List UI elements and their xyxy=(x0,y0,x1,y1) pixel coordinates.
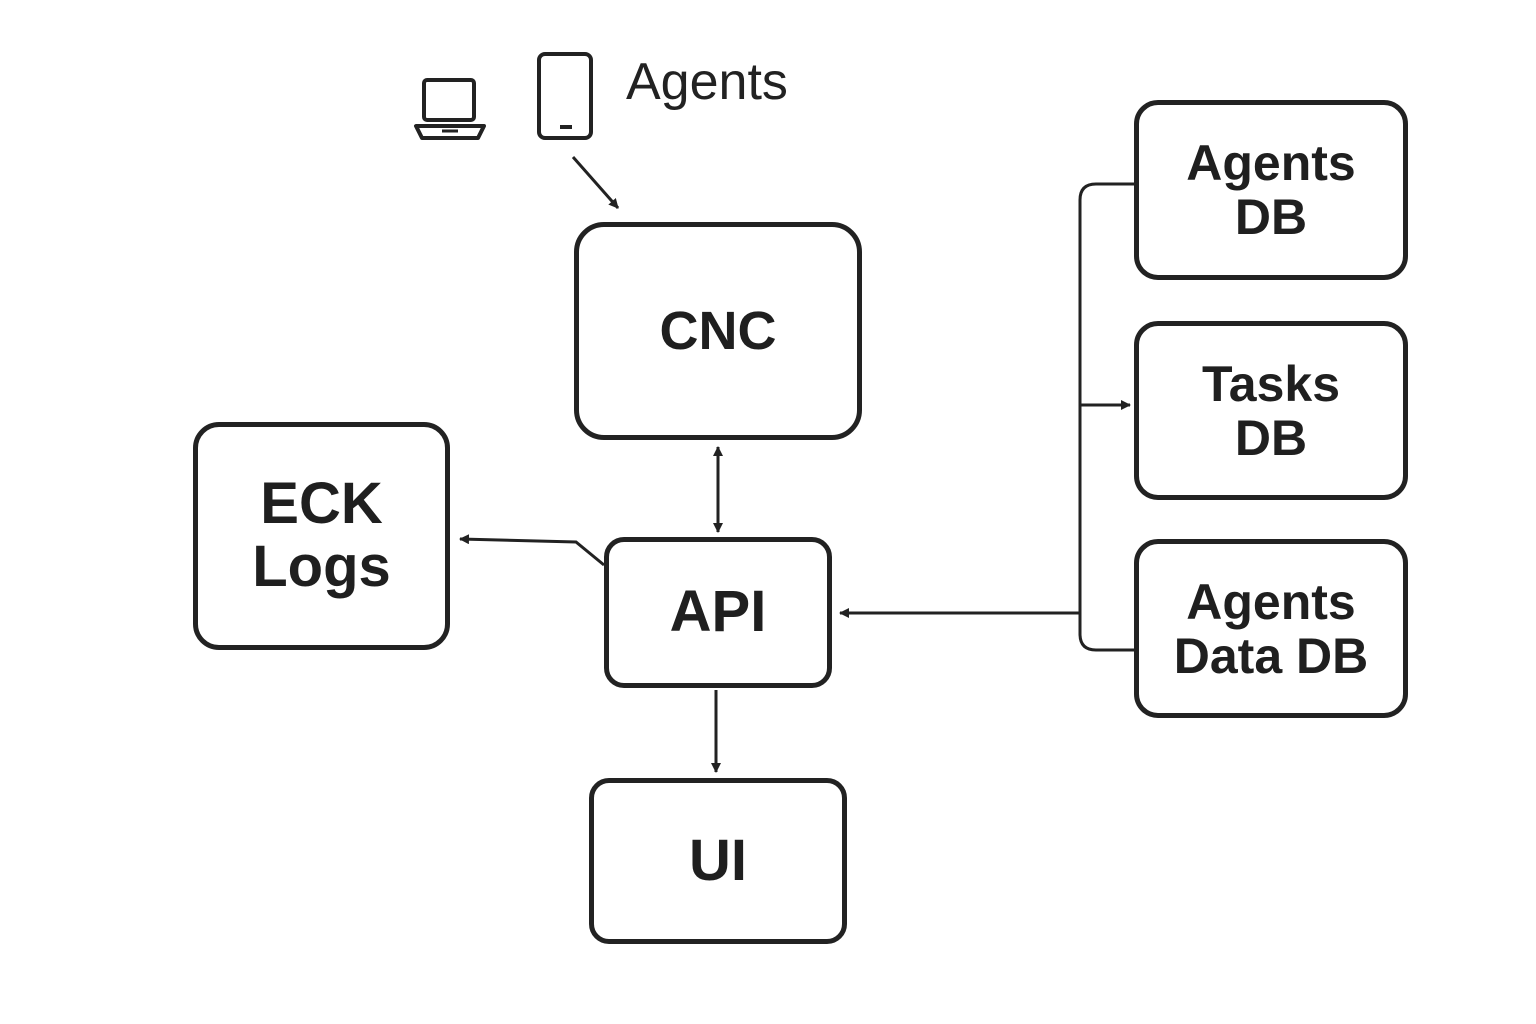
cnc-node: CNC xyxy=(574,222,862,440)
agents-data-db-label-line2: Data DB xyxy=(1173,627,1369,684)
agents-data-db-label-line1: Agents xyxy=(1186,573,1356,630)
cnc-label: CNC xyxy=(659,300,777,361)
eck-logs-label-line2: Logs xyxy=(252,534,391,599)
agents-db-label-line1: Agents xyxy=(1186,135,1356,191)
tasks-db-node: Tasks DB xyxy=(1134,321,1408,500)
ui-node: UI xyxy=(589,778,847,944)
ui-label: UI xyxy=(689,827,747,893)
tasks-db-label-line1: Tasks xyxy=(1201,355,1341,412)
agents-to-cnc-arrow xyxy=(571,156,620,209)
api-label: API xyxy=(669,579,767,645)
tasks-db-label-line2: DB xyxy=(1234,409,1308,466)
agents-db-node: Agents DB xyxy=(1134,100,1408,280)
agents-label: Agents xyxy=(626,53,788,111)
db-bus-line xyxy=(1078,182,1134,652)
api-node: API xyxy=(604,537,832,688)
agents-db-label-line2: DB xyxy=(1234,189,1308,245)
eck-logs-node: ECK Logs xyxy=(193,422,450,650)
agents-data-db-node: Agents Data DB xyxy=(1134,539,1408,718)
eck-logs-label-line1: ECK xyxy=(260,471,383,537)
phone-icon xyxy=(537,52,593,140)
laptop-icon xyxy=(414,78,486,140)
api-to-eck-arrow xyxy=(459,534,605,567)
